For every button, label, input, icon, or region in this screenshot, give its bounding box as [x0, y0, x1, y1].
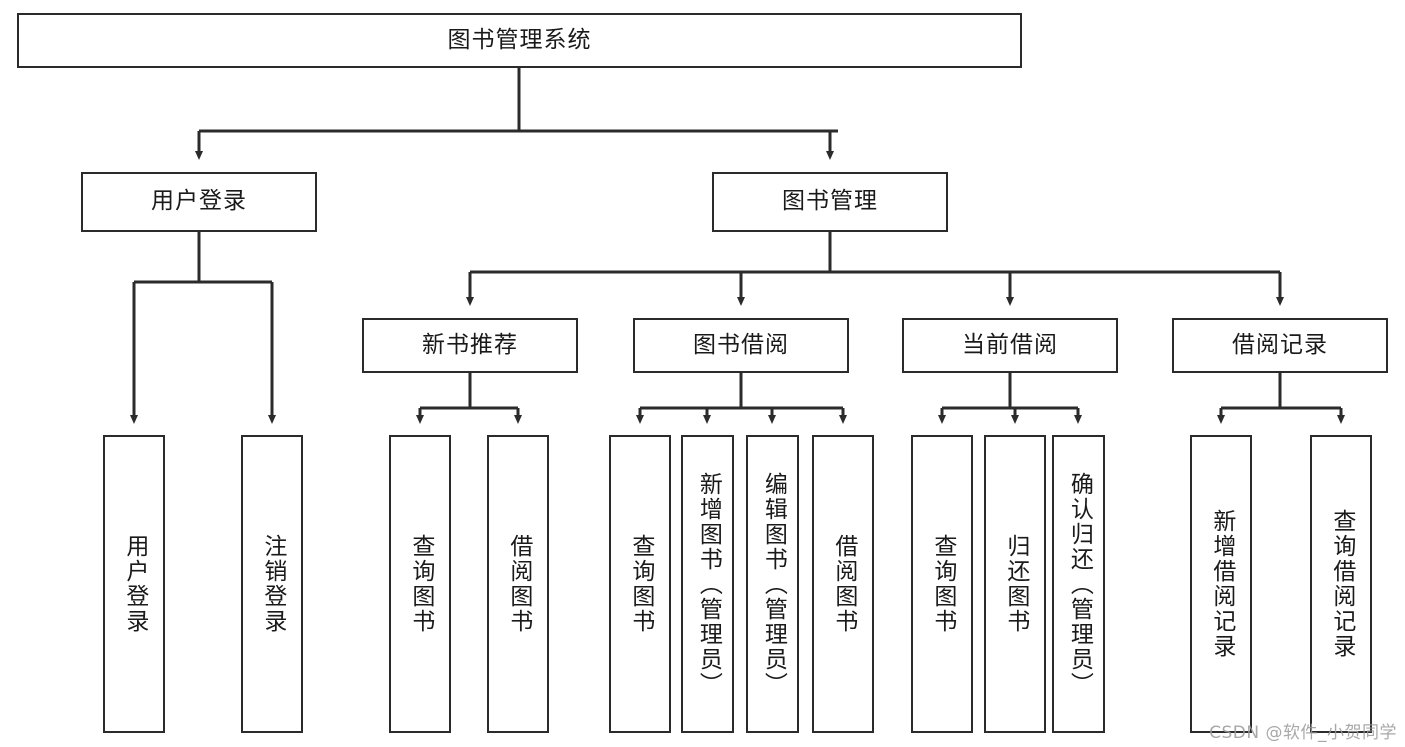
leaf-query-book-current[interactable]: 查询图书	[911, 435, 973, 733]
leaf-add-book-admin[interactable]: 新增图书（管理员）	[681, 435, 734, 733]
leaf-query-book-current-label: 查询图书	[929, 534, 956, 634]
node-book-management[interactable]: 图书管理	[712, 172, 948, 232]
leaf-confirm-return-admin-label: 确认归还（管理员）	[1066, 471, 1093, 697]
leaf-query-book-borrow-label: 查询图书	[627, 534, 654, 634]
leaf-borrow-book[interactable]: 借阅图书	[812, 435, 874, 733]
node-borrow-records-label: 借阅记录	[1232, 331, 1328, 358]
leaf-add-borrow-record-label: 新增借阅记录	[1208, 509, 1235, 659]
leaf-logout[interactable]: 注销登录	[241, 435, 303, 733]
node-book-management-label: 图书管理	[782, 188, 878, 215]
leaf-query-book-rec-label: 查询图书	[407, 534, 434, 634]
leaf-return-book[interactable]: 归还图书	[984, 435, 1046, 733]
leaf-borrow-book-rec[interactable]: 借阅图书	[487, 435, 549, 733]
leaf-query-book-rec[interactable]: 查询图书	[389, 435, 451, 733]
node-current-borrow[interactable]: 当前借阅	[902, 318, 1118, 373]
leaf-add-book-admin-label: 新增图书（管理员）	[695, 471, 722, 697]
node-user-login-label: 用户登录	[151, 188, 247, 215]
leaf-query-book-borrow[interactable]: 查询图书	[609, 435, 671, 733]
node-root[interactable]: 图书管理系统	[17, 13, 1022, 68]
leaf-add-borrow-record[interactable]: 新增借阅记录	[1190, 435, 1252, 733]
node-root-label: 图书管理系统	[447, 26, 592, 53]
leaf-borrow-book-label: 借阅图书	[830, 534, 857, 634]
node-borrow-records[interactable]: 借阅记录	[1172, 318, 1388, 373]
leaf-edit-book-admin[interactable]: 编辑图书（管理员）	[746, 435, 799, 733]
leaf-confirm-return-admin[interactable]: 确认归还（管理员）	[1052, 435, 1105, 733]
leaf-user-login[interactable]: 用户登录	[103, 435, 165, 733]
node-new-book-recommend[interactable]: 新书推荐	[362, 318, 578, 373]
node-new-book-recommend-label: 新书推荐	[422, 331, 518, 358]
node-user-login[interactable]: 用户登录	[81, 172, 317, 232]
leaf-user-login-label: 用户登录	[121, 534, 148, 634]
leaf-return-book-label: 归还图书	[1002, 534, 1029, 634]
leaf-logout-label: 注销登录	[259, 534, 286, 634]
leaf-borrow-book-rec-label: 借阅图书	[505, 534, 532, 634]
leaf-edit-book-admin-label: 编辑图书（管理员）	[760, 471, 787, 697]
leaf-query-borrow-record-label: 查询借阅记录	[1328, 509, 1355, 659]
leaf-query-borrow-record[interactable]: 查询借阅记录	[1310, 435, 1372, 733]
node-book-borrow-label: 图书借阅	[693, 331, 789, 358]
csdn-watermark: CSDN @软件_小贺同学	[1209, 723, 1397, 743]
node-book-borrow[interactable]: 图书借阅	[633, 318, 849, 373]
node-current-borrow-label: 当前借阅	[962, 331, 1058, 358]
